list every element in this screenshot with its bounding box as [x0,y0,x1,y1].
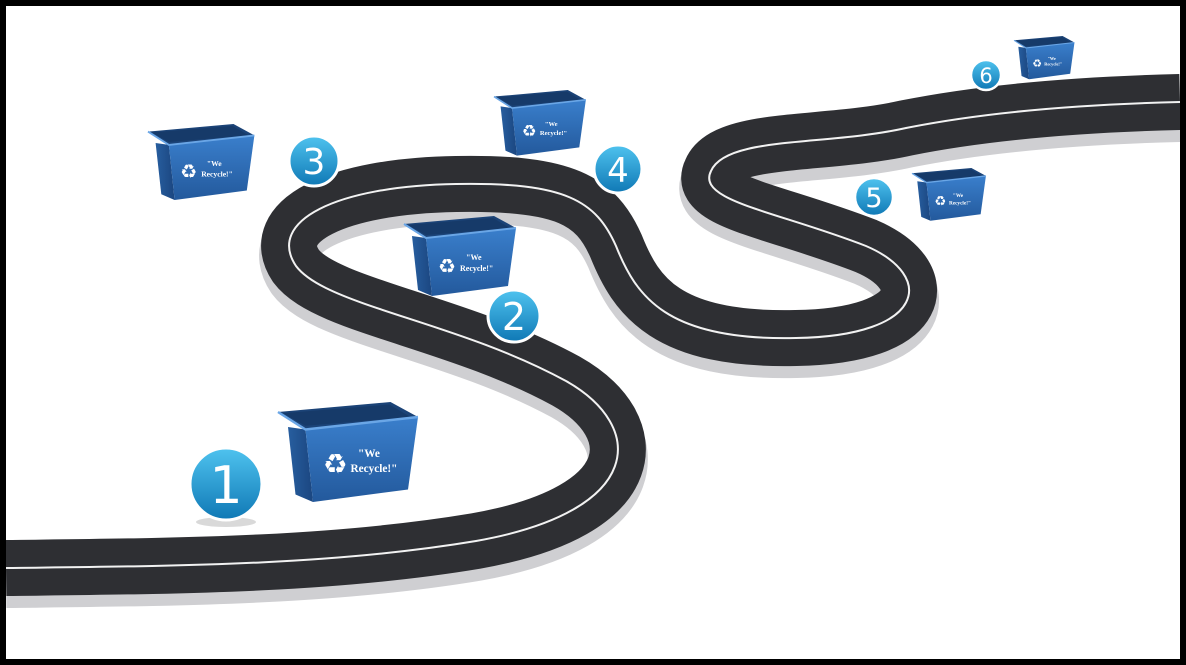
bin-label-line2: Recycle!" [351,463,398,475]
scene: ♻ "We Recycle!" ♻ "We Recycle!" ♻ "We Re… [6,6,1180,659]
recycle-icon: ♻ [438,254,456,278]
recycle-icon: ♻ [180,161,197,183]
bin-1: ♻ "We Recycle!" [278,402,418,502]
step-marker-6: 6 [971,60,1001,90]
recycle-icon: ♻ [1032,57,1042,70]
bin-label-line1: "We [953,193,964,199]
bin-label-line1: "We [545,121,558,128]
recycle-icon: ♻ [323,448,348,480]
bin-label-line2: Recycle!" [201,169,233,178]
bin-2: ♻ "We Recycle!" [404,216,516,296]
bin-5: ♻ "We Recycle!" [912,168,986,221]
bin-label-line2: Recycle!" [460,264,493,273]
step-number: 6 [979,64,992,88]
bin-label-line1: "We [466,253,482,262]
step-number: 5 [865,183,882,214]
bin-label-line1: "We [207,159,222,168]
recycle-icon: ♻ [934,195,946,210]
bin-label-line2: Recycle!" [1044,62,1062,67]
bin-3: ♻ "We Recycle!" [148,124,254,200]
bin-label-line1: "We [358,448,380,460]
step-marker-3: 3 [289,136,339,186]
step-marker-1: 1 [190,448,262,527]
step-marker-5: 5 [855,178,893,216]
step-number: 1 [209,456,242,516]
bin-label-line2: Recycle!" [949,200,971,206]
step-number: 2 [502,295,526,339]
bin-label-line1: "We [1047,56,1055,61]
bin-label-line2: Recycle!" [540,130,567,137]
bin-4: ♻ "We Recycle!" [494,90,586,156]
step-marker-2: 2 [488,290,540,342]
step-number: 3 [303,142,326,183]
bin-6: ♻ "We Recycle!" [1014,36,1074,79]
recycle-icon: ♻ [522,122,537,141]
step-number: 4 [607,151,629,191]
step-marker-4: 4 [594,145,642,193]
